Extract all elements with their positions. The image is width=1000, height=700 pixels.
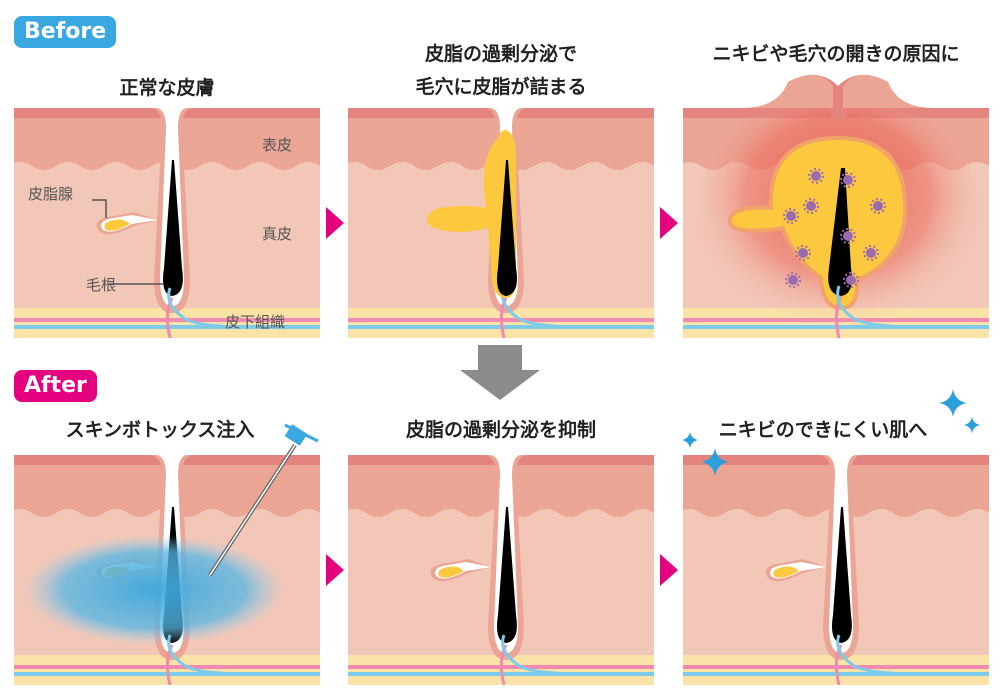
- syringe-icon: [208, 423, 319, 577]
- panel-acne: [683, 74, 989, 339]
- title-clogged-line2: 毛穴に皮脂が詰まる: [415, 76, 587, 98]
- label-sebaceous-gland: 皮脂腺: [28, 185, 74, 203]
- before-badge: Before: [14, 16, 117, 48]
- title-clear-skin: ニキビのできにくい肌へ: [718, 419, 928, 441]
- panel-clogged-pore: [348, 108, 654, 338]
- panel-normal-skin: [14, 108, 320, 338]
- label-epidermis: 表皮: [262, 136, 293, 154]
- inflamed-sebum: [727, 135, 908, 311]
- gland-leader-line: [92, 199, 107, 218]
- title-injection: スキンボトックス注入: [65, 419, 255, 441]
- title-suppressed: 皮脂の過剰分泌を抑制: [405, 419, 596, 441]
- down-arrow-icon: [460, 345, 540, 400]
- title-normal-skin: 正常な皮膚: [119, 77, 215, 99]
- panel-suppressed: [348, 455, 654, 685]
- label-subcutaneous: 皮下組織: [225, 313, 286, 331]
- panel-injection: [14, 455, 320, 685]
- botox-diffusion: [24, 535, 284, 645]
- title-acne: ニキビや毛穴の開きの原因に: [712, 43, 960, 65]
- sebum-plug: [426, 130, 516, 298]
- label-hair-root: 毛根: [86, 276, 117, 294]
- title-clogged-line1: 皮脂の過剰分泌で: [424, 43, 577, 65]
- after-badge: After: [14, 370, 97, 402]
- label-dermis: 真皮: [262, 225, 293, 243]
- panel-clear-skin: [683, 455, 989, 685]
